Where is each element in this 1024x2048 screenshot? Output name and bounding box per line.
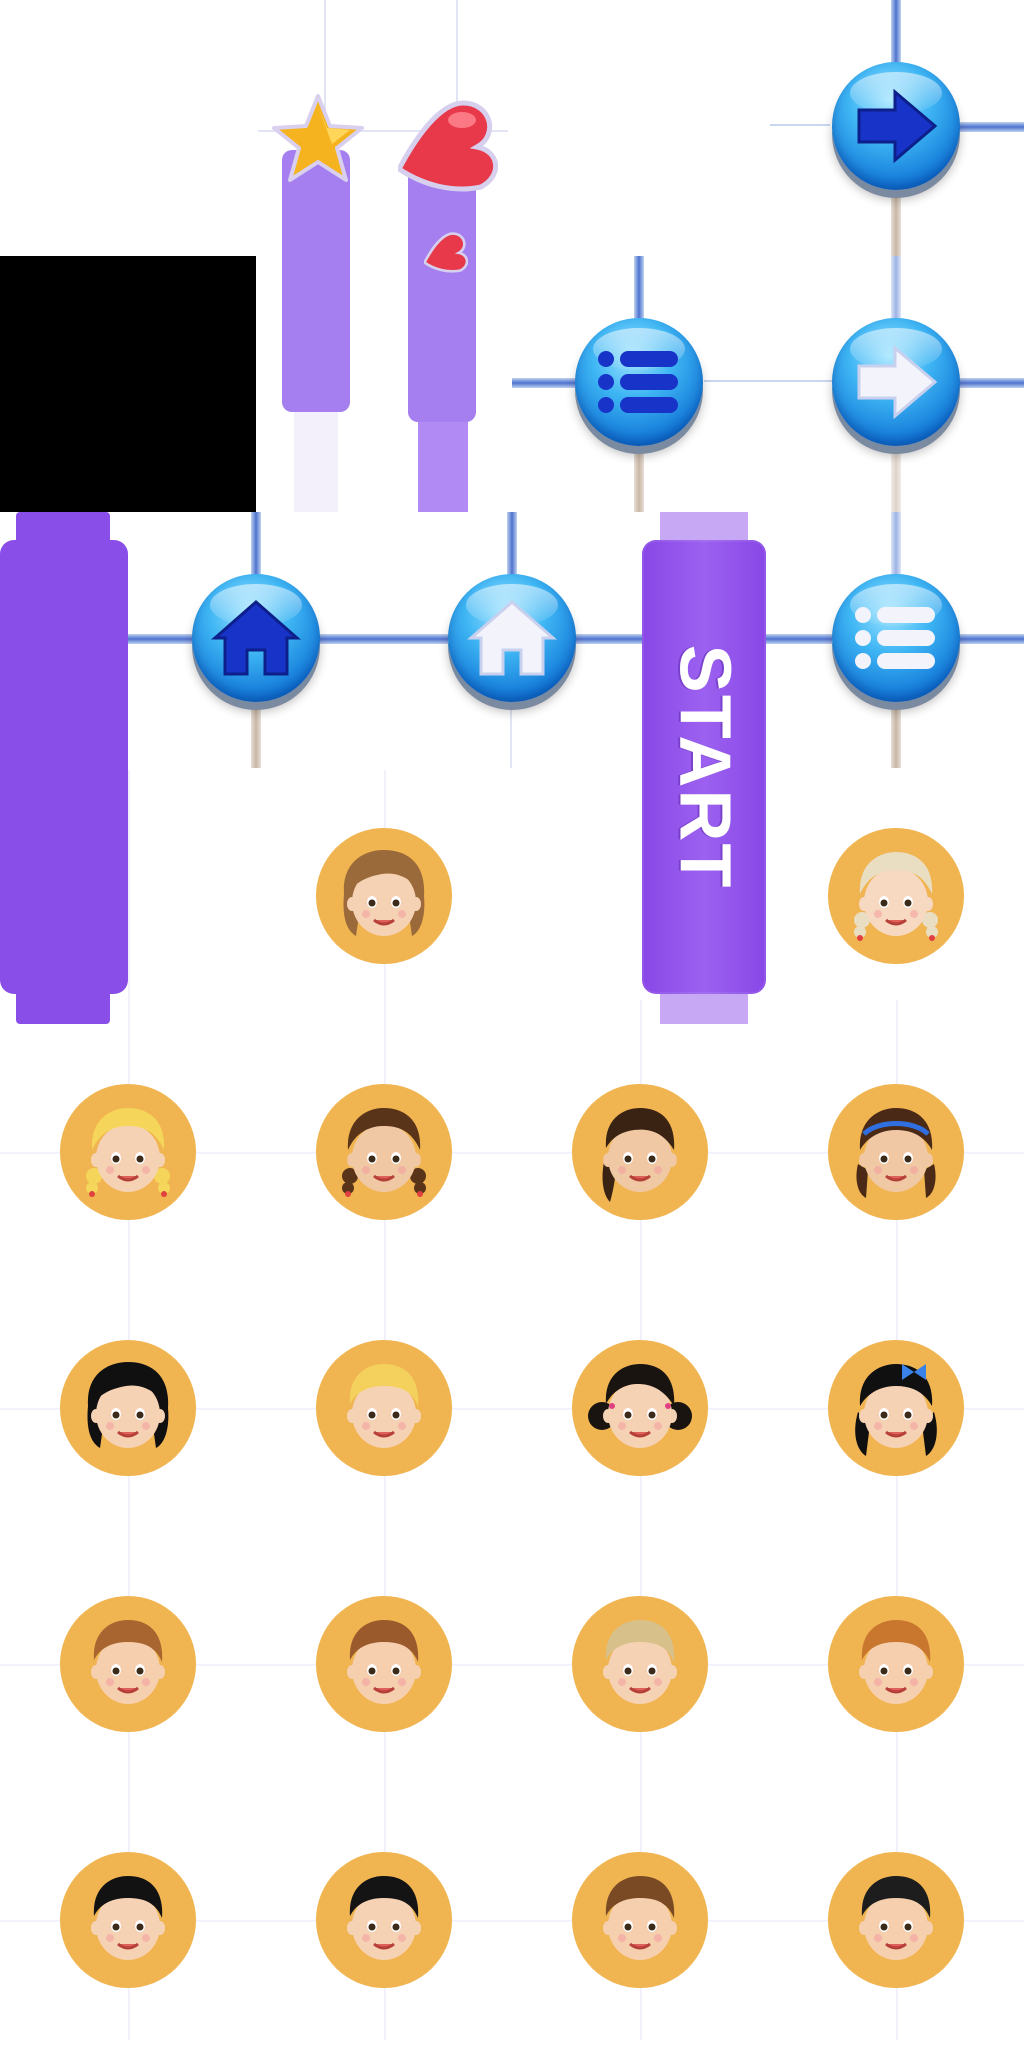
axis-line [891,190,901,256]
purple-star-bar [282,150,350,412]
arrow-right-icon [857,88,938,164]
home-white-icon [467,600,557,676]
menu-list-white-icon [855,607,935,669]
axis-line [891,0,901,70]
home-icon [211,600,301,676]
axis-line [634,256,644,322]
home-light-button[interactable] [448,574,576,702]
axis-line [958,122,1024,132]
axis-line [507,512,517,578]
axis-line [251,702,261,768]
guide-line [640,1000,642,2040]
bar-stub [418,422,468,512]
menu-list-icon [598,351,678,413]
empty-tile [0,256,256,512]
arrow-right-white-icon [857,344,938,420]
guide-line [258,130,508,132]
avatar-option[interactable] [60,1340,196,1476]
avatar-option[interactable] [572,1596,708,1732]
axis-line [251,512,261,578]
avatar-option[interactable] [828,1340,964,1476]
guide-line [0,1152,1024,1154]
avatar-option[interactable] [316,1596,452,1732]
axis-line [510,702,512,768]
axis-line [766,634,832,644]
avatar-option[interactable] [828,828,964,964]
star-icon [270,92,366,189]
axis-line [958,378,1024,388]
axis-line [574,634,642,644]
menu-light-button[interactable] [832,574,960,702]
axis-line [770,124,830,126]
avatar-option[interactable] [60,1084,196,1220]
axis-line [128,634,196,644]
purple-panel-stub [16,512,110,1024]
guide-line [0,1920,1024,1922]
avatar-option[interactable] [316,1852,452,1988]
start-button[interactable]: START [642,540,766,994]
avatar-option[interactable] [60,1852,196,1988]
avatar-option[interactable] [828,1084,964,1220]
avatar-option[interactable] [828,1596,964,1732]
small-heart-icon [422,226,469,283]
avatar-option[interactable] [828,1852,964,1988]
axis-line [512,378,578,388]
guide-line [896,1000,898,2040]
axis-line [891,512,901,578]
avatar-option[interactable] [572,1340,708,1476]
axis-line [891,446,901,512]
guide-line [0,1408,1024,1410]
menu-button[interactable] [575,318,703,446]
purple-heart-bar [408,160,476,422]
avatar-option[interactable] [60,1596,196,1732]
axis-line [958,634,1024,644]
avatar-option[interactable] [316,1340,452,1476]
bar-stub [294,412,338,512]
axis-line [891,256,901,322]
guide-line [0,1664,1024,1666]
avatar-option[interactable] [572,1852,708,1988]
axis-line [318,634,448,644]
start-label: START [664,644,745,890]
avatar-option[interactable] [316,828,452,964]
axis-line [891,702,901,768]
axis-line [634,446,644,512]
axis-line [704,380,834,382]
next-arrow-light-button[interactable] [832,318,960,446]
next-arrow-button[interactable] [832,62,960,190]
home-button[interactable] [192,574,320,702]
heart-icon [395,90,499,205]
avatar-option[interactable] [572,1084,708,1220]
avatar-option[interactable] [316,1084,452,1220]
